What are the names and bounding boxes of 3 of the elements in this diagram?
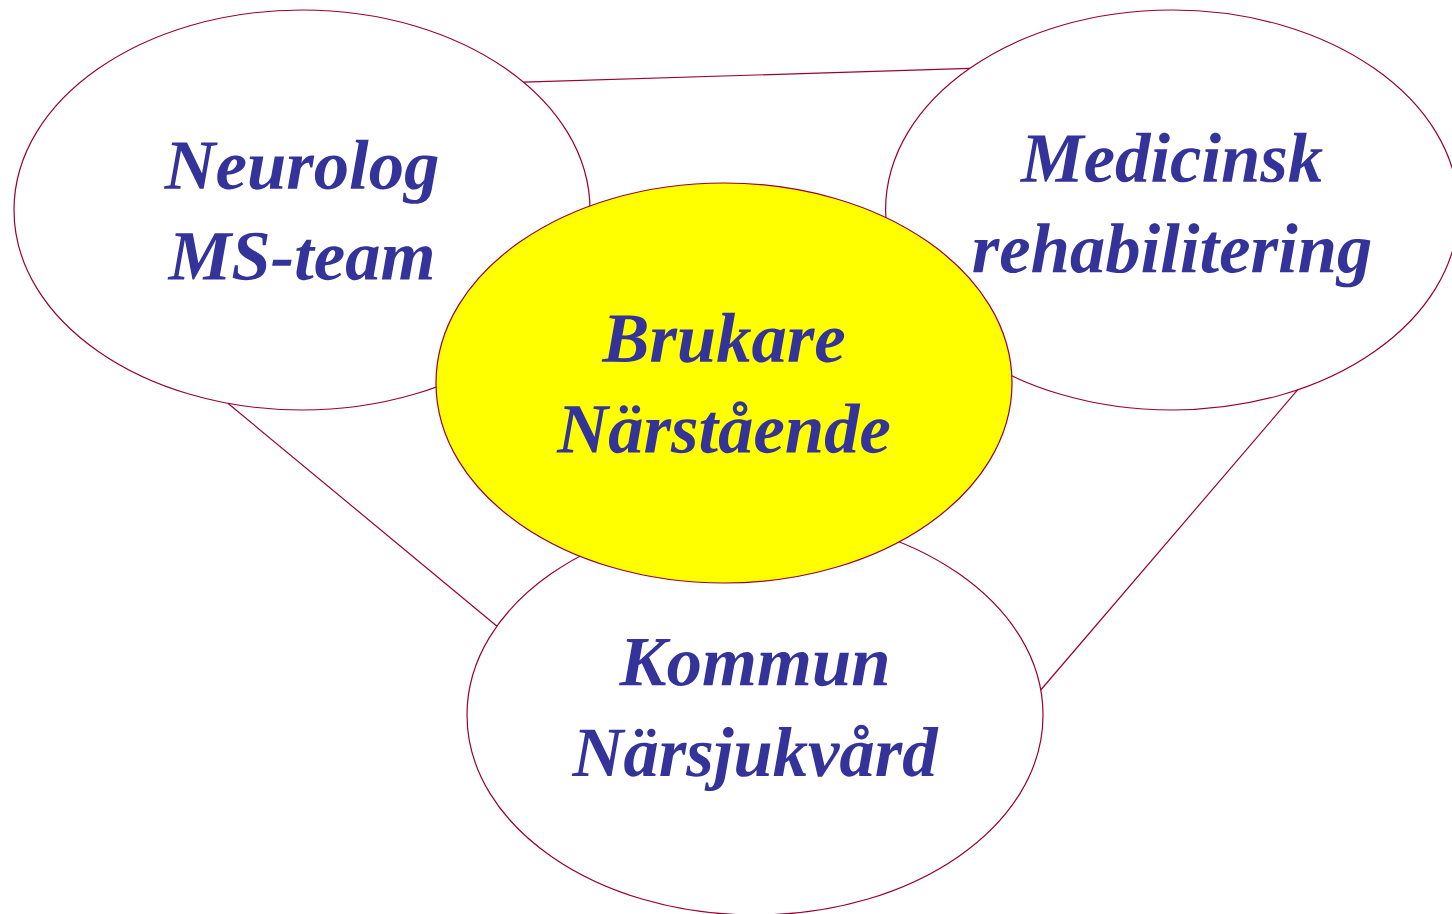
connector-line <box>522 67 971 83</box>
connector-line <box>1040 389 1299 691</box>
connector-line <box>227 402 498 627</box>
